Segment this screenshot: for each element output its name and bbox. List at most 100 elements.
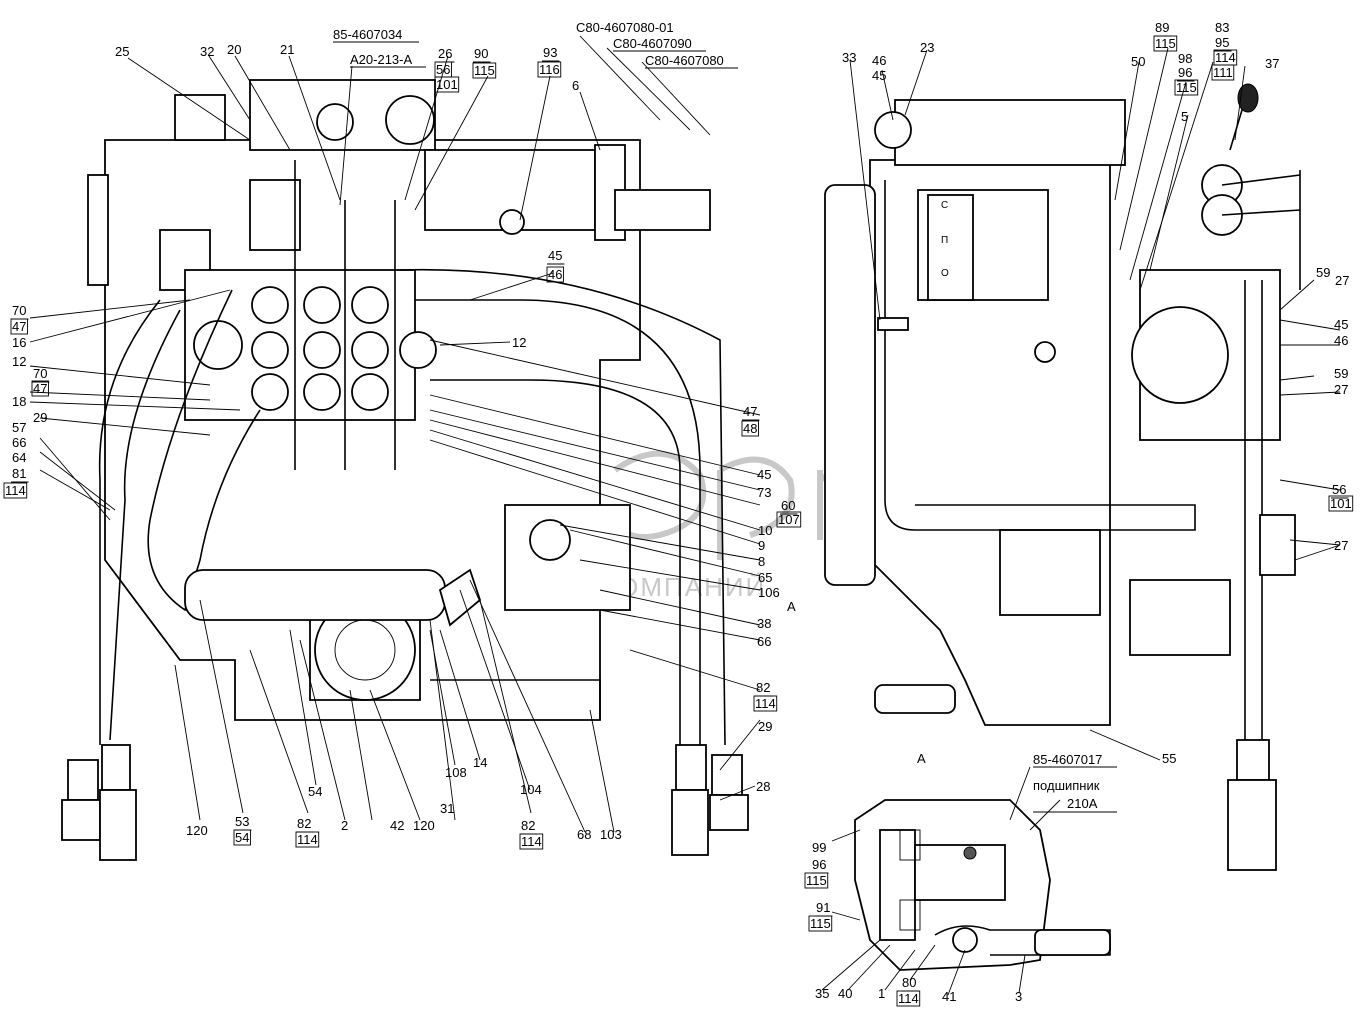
position-label-95: 95 — [1215, 35, 1229, 50]
position-label-2: 2 — [341, 818, 348, 833]
code-c80-4607080-01: C80-4607080-01 — [576, 20, 674, 35]
position-label-47c: 47 — [743, 404, 757, 419]
code-labels: 85-4607034 A20-213-A C80-4607080-01 C80-… — [333, 20, 1117, 813]
position-label-120b: 120 — [413, 818, 435, 833]
label-box — [434, 76, 460, 93]
label-box — [3, 482, 28, 499]
position-label-60: 60 — [781, 498, 795, 513]
position-label-81: 81 — [12, 466, 26, 481]
position-label-53: 53 — [235, 814, 249, 829]
position-label-16: 16 — [12, 335, 26, 350]
leader-lines — [29, 35, 1341, 996]
gauge-marks: С П О — [941, 200, 949, 279]
position-label-20: 20 — [227, 42, 241, 57]
position-label-96b: 96 — [812, 857, 826, 872]
position-label-108: 108 — [445, 765, 467, 780]
label-box — [537, 61, 562, 78]
svg-text:О: О — [941, 268, 949, 279]
position-label-114f: 114 — [898, 991, 919, 1006]
position-label-29a: 29 — [33, 410, 47, 425]
position-label-45a: 45 — [548, 248, 562, 263]
left-hose-fittings — [61, 744, 749, 861]
label-box — [1211, 64, 1235, 81]
label-box — [1328, 495, 1354, 512]
label-box — [753, 695, 778, 712]
position-label-27b: 27 — [1334, 382, 1348, 397]
label-box — [896, 990, 921, 1007]
code-a20-213-a: A20-213-A — [350, 52, 412, 67]
position-label-82a: 82 — [756, 680, 770, 695]
position-label-27a: 27 — [1335, 273, 1349, 288]
position-label-115d: 115 — [806, 873, 827, 888]
position-label-68: 68 — [577, 827, 591, 842]
position-label-12b: 12 — [512, 335, 526, 350]
label-box — [741, 420, 759, 437]
code-85-4607034: 85-4607034 — [333, 27, 402, 42]
label-box — [233, 829, 251, 846]
position-label-47a: 47 — [12, 319, 26, 334]
position-label-54b: 54 — [308, 784, 322, 799]
label-box — [808, 915, 833, 932]
label-box — [10, 318, 28, 335]
position-label-55: 55 — [1162, 751, 1176, 766]
position-label-114b: 114 — [755, 696, 776, 711]
position-label-70a: 70 — [12, 303, 26, 318]
position-label-73: 73 — [757, 485, 771, 500]
position-label-115a: 115 — [474, 63, 495, 78]
position-label-23: 23 — [920, 40, 934, 55]
label-box — [472, 62, 497, 79]
position-label-99: 99 — [812, 840, 826, 855]
position-label-31: 31 — [440, 801, 454, 816]
right-view-housing — [824, 83, 1301, 871]
position-label-37: 37 — [1265, 56, 1279, 71]
bearing-number: 210A — [1067, 796, 1098, 811]
position-label-9: 9 — [758, 538, 765, 553]
position-label-103: 103 — [600, 827, 622, 842]
label-box — [1153, 35, 1178, 52]
position-label-29b: 29 — [758, 719, 772, 734]
position-label-89: 89 — [1155, 20, 1169, 35]
position-label-42: 42 — [390, 818, 404, 833]
svg-text:С: С — [941, 200, 948, 211]
position-label-3: 3 — [1015, 989, 1022, 1004]
bearing-label: подшипник — [1033, 778, 1100, 793]
position-label-90: 90 — [474, 46, 488, 61]
position-label-A: A — [787, 599, 796, 614]
position-label-96a: 96 — [1178, 65, 1192, 80]
position-label-101b: 101 — [1330, 496, 1352, 511]
position-label-59a: 59 — [1316, 265, 1330, 280]
position-label-107: 107 — [778, 512, 800, 527]
position-label-93: 93 — [543, 45, 557, 60]
position-label-70b: 70 — [33, 366, 47, 381]
detail-view-a — [854, 799, 1111, 971]
position-label-114e: 114 — [1215, 50, 1236, 65]
position-label-10: 10 — [758, 523, 772, 538]
position-label-27c: 27 — [1334, 538, 1348, 553]
position-label-46b: 46 — [872, 53, 886, 68]
position-label-38: 38 — [757, 616, 771, 631]
position-label-66a: 66 — [12, 435, 26, 450]
position-label-32: 32 — [200, 44, 214, 59]
code-85-4607017: 85-4607017 — [1033, 752, 1102, 767]
position-label-104: 104 — [520, 782, 542, 797]
position-label-115b: 115 — [1155, 36, 1176, 51]
label-box — [776, 511, 802, 528]
label-box — [546, 266, 564, 283]
position-label-41: 41 — [942, 989, 956, 1004]
position-label-98: 98 — [1178, 51, 1192, 66]
position-label-14: 14 — [473, 755, 487, 770]
position-label-48: 48 — [743, 421, 757, 436]
position-label-18: 18 — [12, 394, 26, 409]
position-label-111: 111 — [1213, 65, 1233, 80]
position-label-47b: 47 — [33, 381, 47, 396]
position-label-56a: 56 — [436, 62, 450, 77]
position-label-65: 65 — [758, 570, 772, 585]
position-label-115c: 115 — [1176, 80, 1197, 95]
label-box — [804, 872, 829, 889]
position-label-101a: 101 — [436, 77, 458, 92]
position-label-114c: 114 — [297, 832, 318, 847]
position-label-25: 25 — [115, 44, 129, 59]
position-label-46c: 46 — [1334, 333, 1348, 348]
position-label-56b: 56 — [1332, 482, 1346, 497]
